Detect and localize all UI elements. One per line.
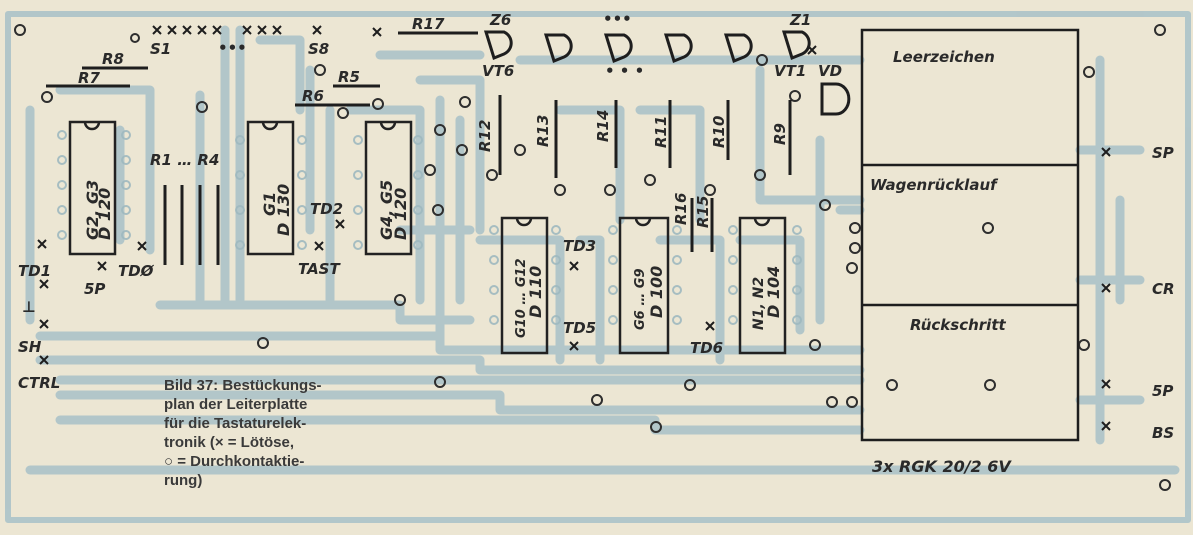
label-td2: TD2 bbox=[310, 200, 343, 218]
label-td6: TD6 bbox=[690, 339, 723, 357]
label-dots-s1s8: ••• bbox=[218, 39, 247, 57]
led-3 bbox=[603, 33, 633, 63]
caption-line-6: rung) bbox=[164, 472, 203, 489]
led-vt6 bbox=[483, 30, 513, 60]
ic-outlines bbox=[68, 120, 787, 355]
chip-g4g5-name: G4, G5 bbox=[377, 180, 396, 240]
caption-line-5: ○ = Durchkontaktie- bbox=[164, 453, 305, 470]
chip-labels: G2, G3 D 120 G1 D 130 G4, G5 D 120 G10 …… bbox=[83, 180, 783, 338]
label-sp: SP bbox=[1152, 144, 1174, 162]
label-r5: R5 bbox=[338, 68, 360, 86]
led-4 bbox=[663, 33, 693, 63]
chip-n1n2-name: N1, N2 bbox=[751, 277, 767, 330]
led-5 bbox=[723, 33, 753, 63]
ic-pads bbox=[57, 130, 802, 325]
label-r11: R11 bbox=[652, 116, 670, 148]
chip-g6g9-type: D 100 bbox=[647, 266, 666, 318]
label-r9: R9 bbox=[771, 123, 789, 145]
label-tast: TAST bbox=[298, 260, 341, 278]
label-5p-left: 5P bbox=[84, 280, 105, 298]
label-r10: R10 bbox=[710, 116, 728, 148]
label-r1r4: R1 … R4 bbox=[150, 151, 219, 169]
diode-vd bbox=[820, 82, 851, 116]
label-cr: CR bbox=[1152, 280, 1175, 298]
label-z1: Z1 bbox=[789, 11, 811, 29]
label-td3: TD3 bbox=[563, 237, 596, 255]
caption-line-1: Bild 37: Bestückungs- bbox=[164, 377, 322, 394]
pcb-traces bbox=[5, 11, 1191, 523]
chip-g2g3-type: D 120 bbox=[95, 188, 114, 240]
label-ctrl: CTRL bbox=[18, 374, 60, 392]
chip-g1-type: D 130 bbox=[274, 184, 293, 236]
label-s1: S1 bbox=[150, 40, 171, 58]
label-r17: R17 bbox=[412, 15, 445, 33]
label-r8: R8 bbox=[102, 50, 124, 68]
label-dots-s: • • • bbox=[605, 62, 644, 80]
chip-g6g9-outline bbox=[618, 216, 670, 355]
chip-g1-name: G1 bbox=[260, 192, 279, 216]
caption-line-2: plan der Leiterplatte bbox=[164, 396, 308, 413]
figure-caption: Bild 37: Bestückungs- plan der Leiterpla… bbox=[164, 376, 374, 490]
chip-n1n2-outline bbox=[738, 216, 787, 355]
label-r12: R12 bbox=[476, 120, 494, 152]
label-td0: TDØ bbox=[118, 262, 155, 280]
relays bbox=[860, 28, 1080, 442]
chip-g1-outline bbox=[246, 120, 295, 256]
label-dots-top: ••• bbox=[603, 10, 632, 28]
label-r6: R6 bbox=[302, 87, 324, 105]
led-vt1 bbox=[781, 30, 811, 60]
relay-type-label: 3x RGK 20/2 6V bbox=[872, 457, 1012, 476]
label-s8: S8 bbox=[308, 40, 329, 58]
component-labels: R8 R7 S1 S8 R5 R6 R17 Z6 Z1 VT6 VT1 VD •… bbox=[18, 10, 1175, 442]
label-r13: R13 bbox=[534, 115, 552, 147]
chip-g6g9-name: G6 … G9 bbox=[633, 269, 648, 330]
label-vt1: VT1 bbox=[774, 62, 806, 80]
label-r14: R14 bbox=[594, 110, 612, 142]
label-z6: Z6 bbox=[489, 11, 511, 29]
chip-g2g3-outline bbox=[68, 120, 117, 256]
relay-labels: Leerzeichen Wagenrücklauf Rückschritt 3x… bbox=[870, 48, 1012, 476]
relay-leerzeichen-label: Leerzeichen bbox=[893, 48, 995, 66]
label-td1: TD1 bbox=[18, 262, 51, 280]
label-5p-right: 5P bbox=[1152, 382, 1173, 400]
led-2 bbox=[543, 33, 573, 63]
label-td5: TD5 bbox=[563, 319, 596, 337]
chip-g10g12-outline bbox=[500, 216, 549, 355]
label-vd: VD bbox=[818, 62, 842, 80]
relay-block-outline bbox=[860, 28, 1080, 442]
chip-g4g5-outline bbox=[364, 120, 413, 256]
chip-g4g5-type: D 120 bbox=[391, 188, 410, 240]
chip-g2g3-name: G2, G3 bbox=[83, 180, 102, 240]
caption-line-3: für die Tastaturelek- bbox=[164, 415, 307, 432]
led-row bbox=[483, 30, 851, 116]
relay-wagenruecklauf-label: Wagenrücklauf bbox=[870, 176, 999, 194]
label-sh: SH bbox=[18, 338, 42, 356]
chip-g10g12-name: G10 … G12 bbox=[514, 258, 529, 338]
label-r7: R7 bbox=[78, 69, 101, 87]
chip-g10g12-type: D 110 bbox=[526, 266, 545, 318]
resistors bbox=[46, 31, 792, 265]
solder-eyelets bbox=[37, 25, 1111, 431]
label-vt6: VT6 bbox=[482, 62, 514, 80]
label-bs: BS bbox=[1152, 424, 1174, 442]
caption-line-4: tronik (× = Lötöse, bbox=[164, 434, 295, 451]
relay-rueckschritt-label: Rückschritt bbox=[910, 316, 1006, 334]
label-r16: R16 bbox=[672, 193, 690, 225]
chip-n1n2-type: D 104 bbox=[764, 266, 783, 318]
label-r15: R15 bbox=[694, 196, 712, 228]
label-ground: ⊥ bbox=[22, 298, 36, 316]
